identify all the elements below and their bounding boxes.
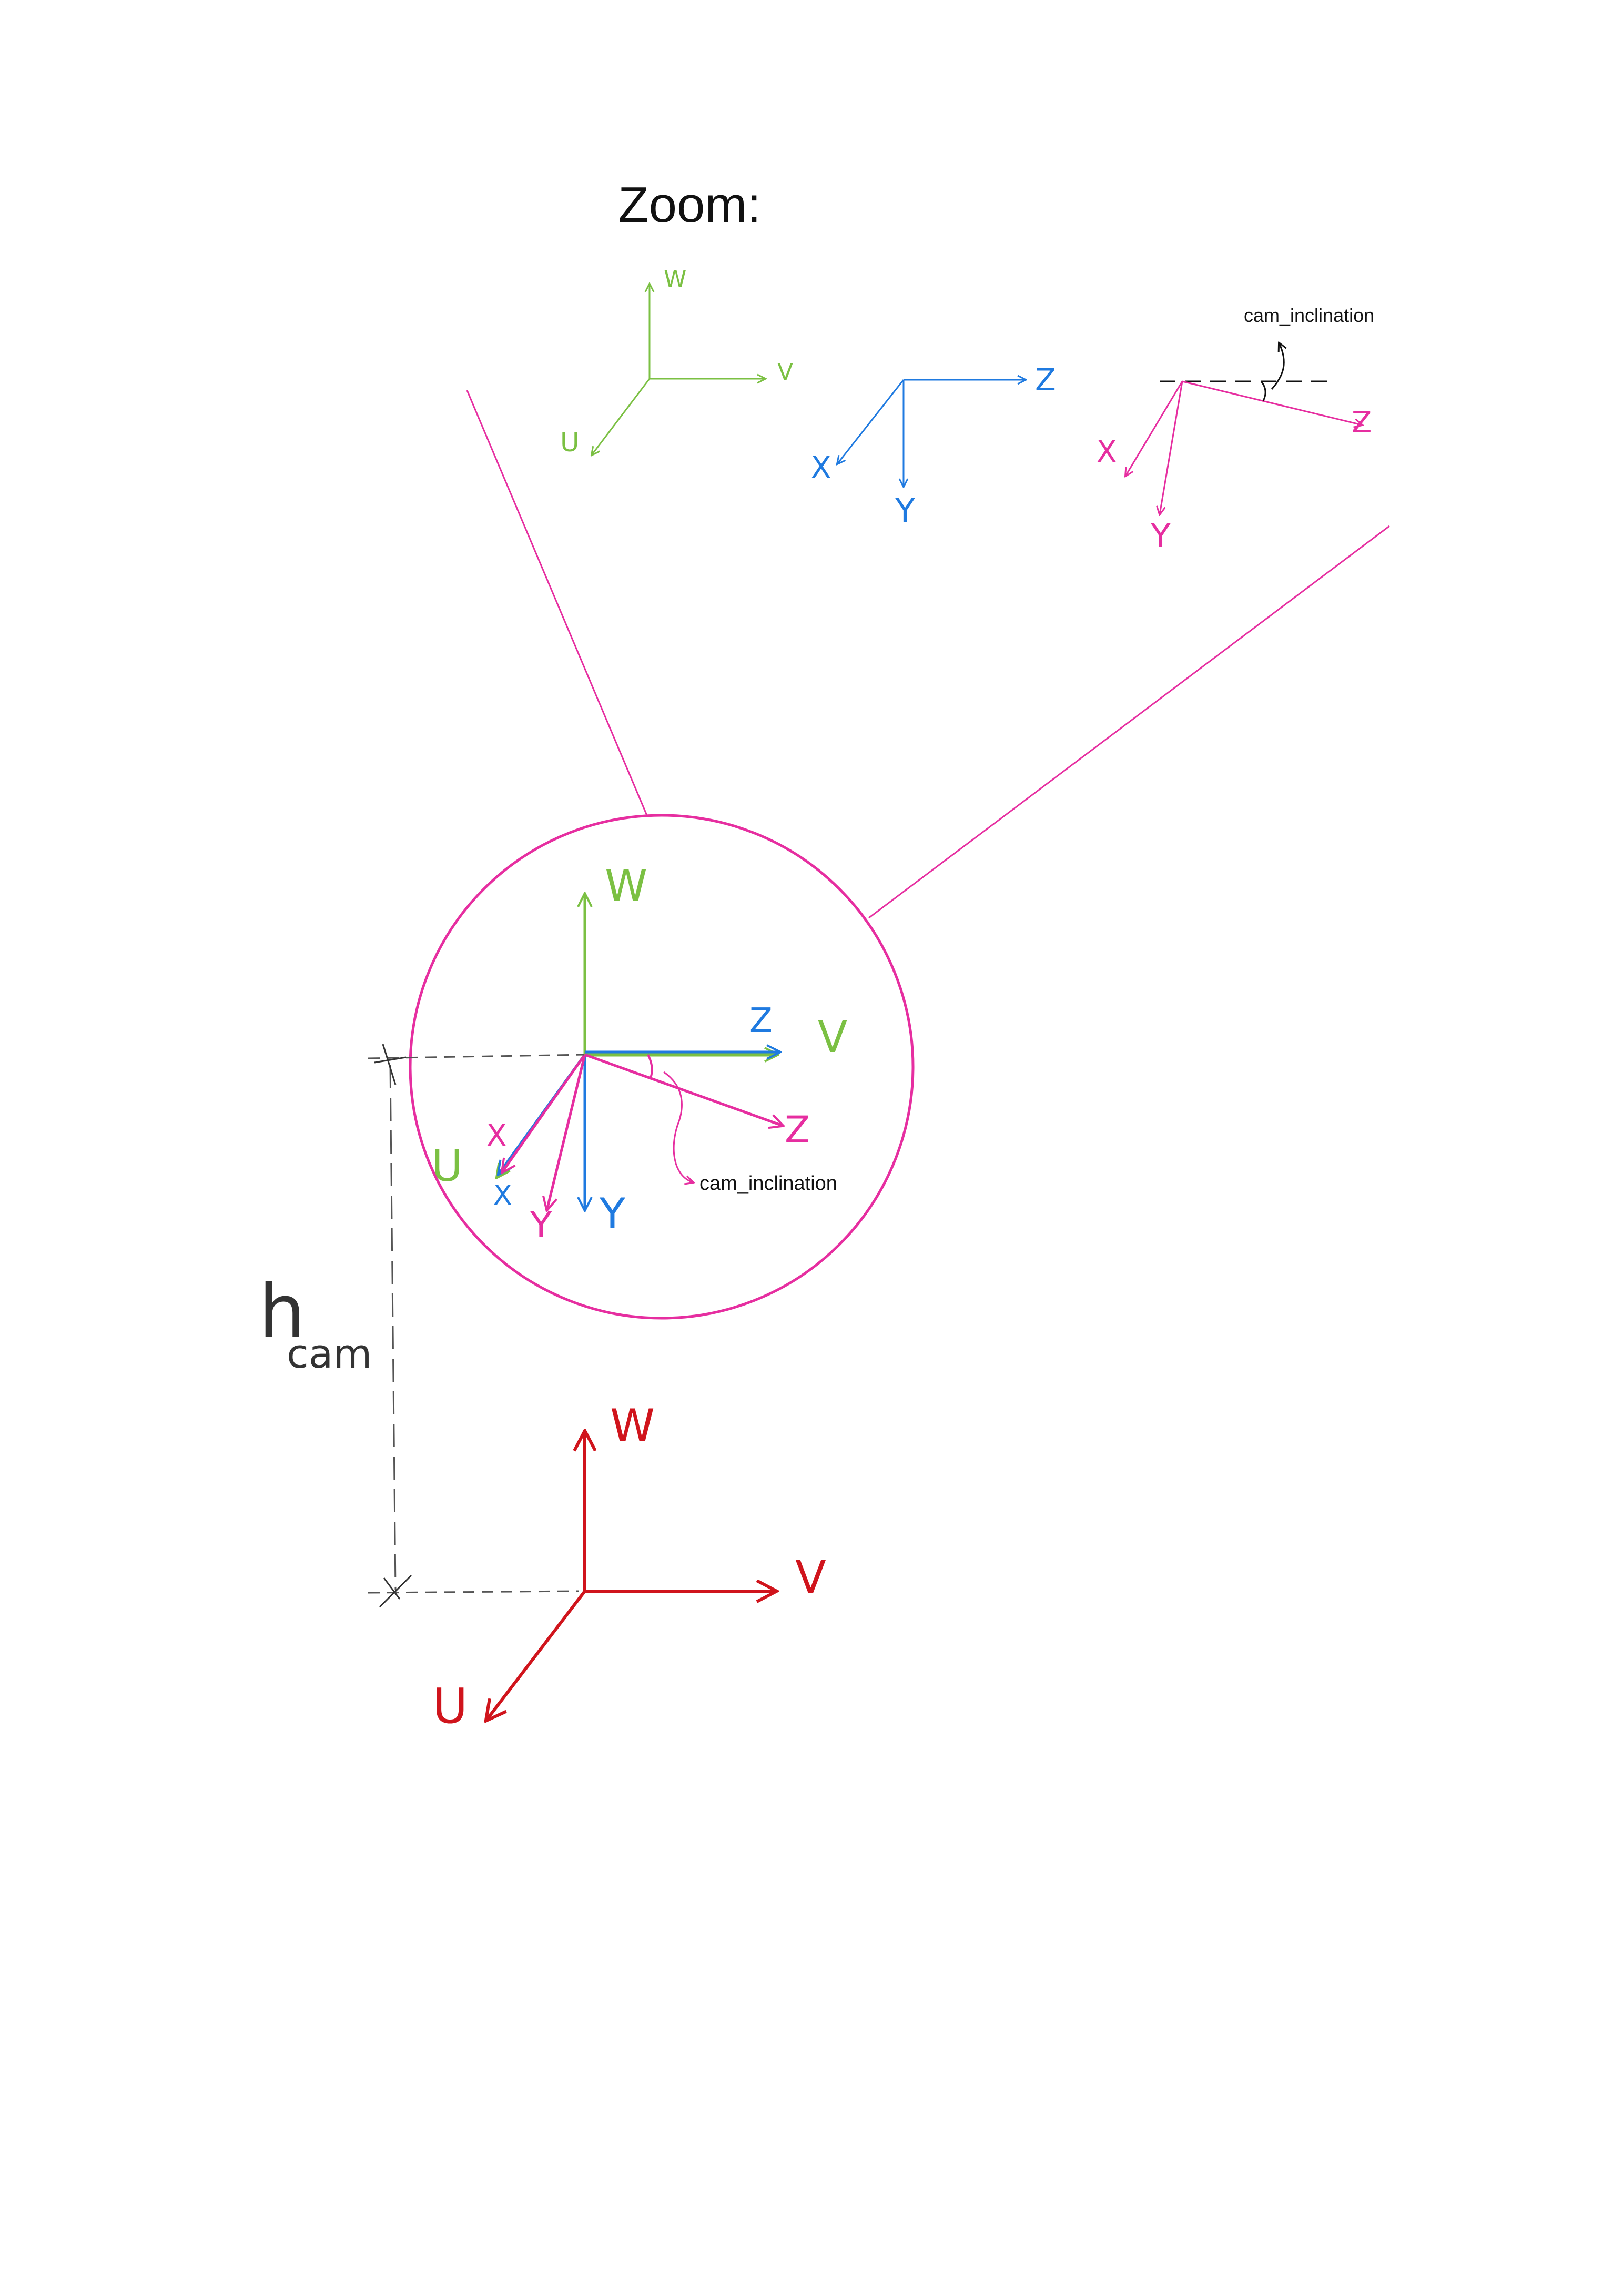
circle-inclined-y-label: Y — [530, 1205, 552, 1246]
magnifier-line-right — [868, 525, 1390, 919]
circle-world-u-label: U — [431, 1141, 463, 1191]
circle-inclined-x-label: X — [486, 1119, 506, 1153]
height-label-main: h — [259, 1269, 306, 1355]
circle-inclination-label: cam_inclination — [699, 1172, 837, 1195]
magnifier-line-left — [466, 390, 648, 816]
ground-u-label: U — [432, 1678, 468, 1734]
circle-level-y-label: Y — [599, 1189, 626, 1238]
zoom-inclination-label: cam_inclination — [1244, 305, 1374, 326]
zoom-circle — [409, 814, 915, 1320]
zoom-inclined-z-label: Z — [1352, 406, 1372, 440]
zoom-camera-inclined-frame: cam_inclination Z X Y — [1097, 305, 1374, 555]
zoom-circle-labels: W V U Z X Y Z X Y cam_inclination — [431, 861, 847, 1246]
zoom-level-z-label: Z — [1035, 362, 1056, 398]
circle-level-x-label: X — [493, 1180, 512, 1211]
circle-inclined-z-label: Z — [785, 1108, 810, 1151]
height-label-subscript: cam — [287, 1330, 372, 1377]
zoom-inclined-y-label: Y — [1150, 517, 1171, 555]
ground-v-label: V — [795, 1551, 826, 1604]
circle-level-z-label: Z — [749, 1002, 773, 1040]
zoom-inclined-x-label: X — [1097, 435, 1117, 469]
ground-world-frame: W V U — [432, 1400, 826, 1734]
camera-height-dimension: h cam — [259, 1044, 584, 1608]
zoom-level-x-label: X — [811, 451, 831, 485]
page-title: Zoom: — [618, 177, 761, 233]
ground-w-label: W — [610, 1400, 655, 1452]
zoom-world-frame: W V U — [560, 266, 793, 458]
zoom-world-w-label: W — [664, 266, 687, 292]
zoom-world-u-label: U — [560, 427, 580, 458]
circle-world-w-label: W — [605, 861, 647, 911]
zoom-world-v-label: V — [777, 359, 793, 386]
zoom-camera-level-frame: Z X Y — [811, 362, 1056, 530]
zoom-level-y-label: Y — [895, 491, 915, 530]
circle-world-v-label: V — [818, 1013, 847, 1063]
zoom-circle-frames — [497, 894, 783, 1210]
